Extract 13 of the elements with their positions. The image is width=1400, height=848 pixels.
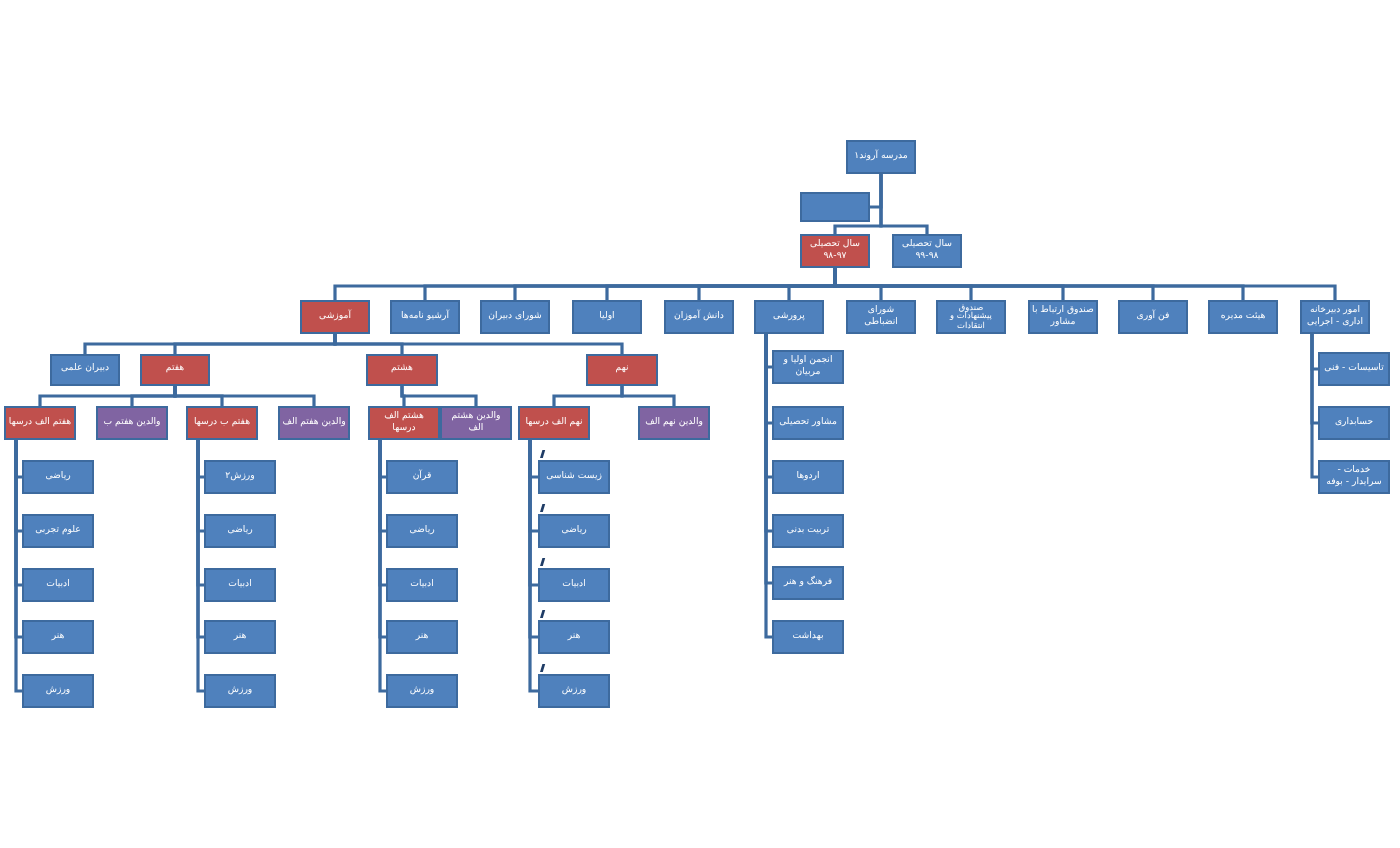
org-box [800, 192, 870, 222]
connector-line [879, 174, 929, 234]
connector-line [833, 268, 1337, 300]
connector-line [1310, 334, 1318, 479]
connector-line [764, 334, 772, 639]
connector-line [14, 440, 22, 693]
connector-line [400, 386, 478, 406]
connector-line [196, 440, 204, 693]
connector-line [528, 440, 538, 693]
connector-line [378, 440, 386, 693]
connector-line [173, 386, 316, 406]
connector-line [620, 386, 676, 406]
connector-line [333, 334, 624, 354]
